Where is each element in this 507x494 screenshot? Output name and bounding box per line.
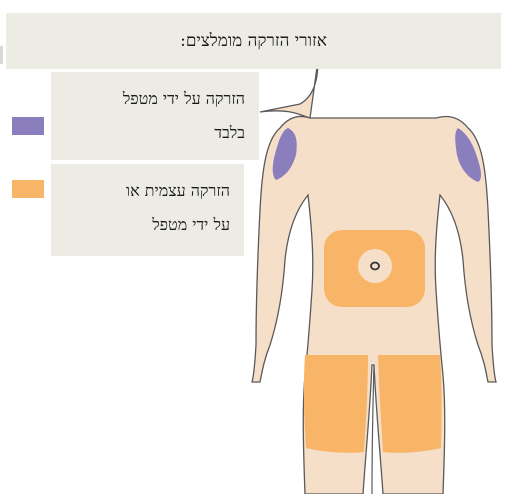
- legend-line: על ידי מטפל: [65, 208, 230, 242]
- navel-ring: [358, 249, 392, 283]
- legend-line: בלבד: [65, 116, 245, 150]
- title-bar: אזורי הזרקה מומלצים:: [6, 13, 501, 69]
- edge-mark: [0, 46, 3, 64]
- leg-gap-line: [372, 365, 374, 494]
- legend-swatch-self-or-caregiver: [12, 180, 44, 198]
- title-text: אזורי הזרקה מומלצים:: [180, 31, 327, 51]
- zone-thigh-left: [304, 355, 368, 453]
- zone-thigh-right: [378, 355, 442, 453]
- legend-item-caregiver-only: הזרקה על ידי מטפל בלבד: [51, 72, 259, 160]
- legend-line: הזרקה על ידי מטפל: [65, 82, 245, 116]
- legend-swatch-caregiver-only: [12, 117, 44, 135]
- legend-line: הזרקה עצמית או: [65, 174, 230, 208]
- legend-item-self-or-caregiver: הזרקה עצמית או על ידי מטפל: [51, 164, 244, 256]
